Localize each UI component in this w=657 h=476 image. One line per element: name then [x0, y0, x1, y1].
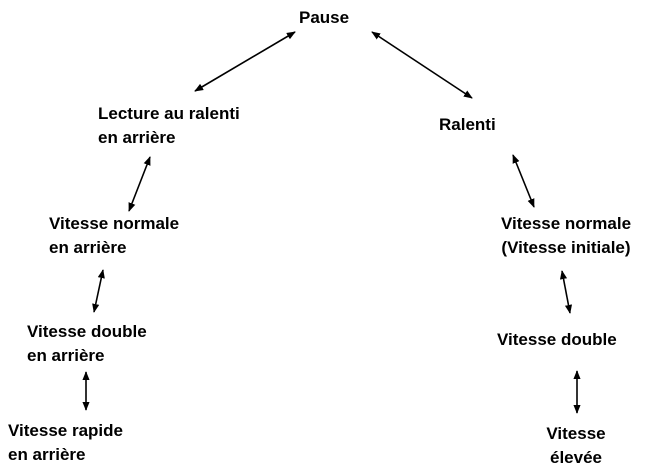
node-slow-reverse-line-1: Lecture au ralenti — [98, 104, 240, 123]
arrow-normal-reverse-double-reverse — [92, 269, 105, 313]
node-slow-line-1: Ralenti — [439, 115, 496, 134]
arrow-slow-normal — [512, 154, 535, 208]
node-fast-reverse-line-2: en arrière — [8, 445, 86, 464]
node-high-line-2: élevée — [550, 448, 602, 467]
arrow-slow-reverse-normal-reverse — [128, 156, 151, 212]
node-slow-reverse-line-2: en arrière — [98, 128, 176, 147]
node-normal-line-1: Vitesse normale — [500, 214, 632, 233]
node-slow-reverse: Lecture au ralenti en arrière — [98, 102, 240, 150]
node-fast-reverse-line-1: Vitesse rapide — [8, 421, 123, 440]
arrow-pause-slow-reverse — [194, 31, 296, 92]
node-high-line-1: Vitesse — [546, 424, 606, 443]
node-normal-reverse-line-1: Vitesse normale — [49, 214, 180, 233]
node-normal: Vitesse normale (Vitesse initiale) — [478, 212, 654, 260]
node-pause-line-1: Pause — [299, 8, 350, 27]
node-high: Vitesse élevée — [526, 422, 626, 470]
node-normal-reverse-line-2: en arrière — [49, 238, 127, 257]
node-fast-reverse: Vitesse rapide en arrière — [8, 419, 123, 467]
node-normal-reverse: Vitesse normale en arrière — [49, 212, 179, 260]
node-slow: Ralenti — [439, 113, 496, 137]
node-double-reverse-line-2: en arrière — [27, 346, 105, 365]
node-double-line-1: Vitesse double — [497, 330, 617, 349]
node-double: Vitesse double — [497, 328, 617, 352]
arrow-pause-slow — [371, 31, 473, 99]
node-double-reverse-line-1: Vitesse double — [27, 322, 147, 341]
node-normal-line-2: (Vitesse initiale) — [501, 238, 631, 257]
arrow-normal-double — [559, 270, 573, 314]
node-pause: Pause — [299, 6, 349, 30]
node-double-reverse: Vitesse double en arrière — [27, 320, 147, 368]
